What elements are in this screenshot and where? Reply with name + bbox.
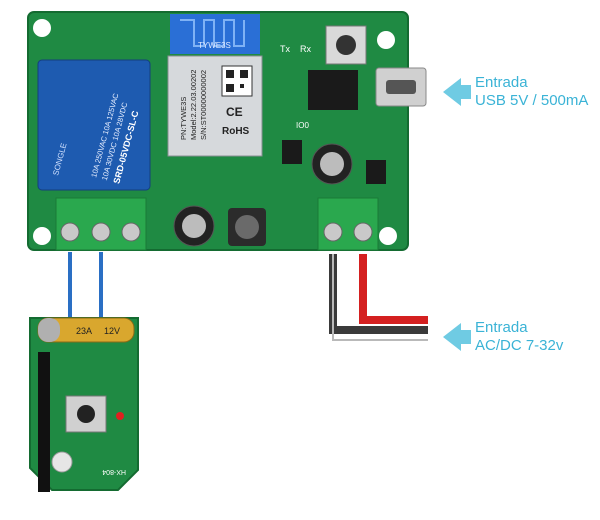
- arrow-tail-icon: [457, 330, 471, 344]
- arrow-tail-icon: [457, 85, 471, 99]
- screw-icon: [121, 222, 141, 242]
- relay: SONGLE 10A 250VAC 10A 125VAC 10A 30VDC 1…: [37, 59, 151, 191]
- pin-io0-label: IO0: [296, 121, 309, 130]
- screw-icon: [323, 222, 343, 242]
- antenna-icon: [38, 352, 50, 492]
- module-line-1: PN:TYWE3S: [179, 97, 188, 140]
- battery-type: 23A: [76, 326, 92, 336]
- chip-icon: [366, 160, 386, 184]
- wifi-module: TYWE3S PN:TYWE3S Model:2.22.03.00202 S/N…: [167, 14, 263, 157]
- ac-callout-title: Entrada: [475, 319, 528, 336]
- capacitor-icon: [51, 451, 73, 473]
- battery-voltage: 12V: [104, 326, 120, 336]
- remote-button[interactable]: [65, 395, 107, 433]
- mount-hole-icon: [379, 227, 397, 245]
- chip-icon: [308, 70, 358, 110]
- remote-control-board: 23A 12V HX-804: [29, 317, 139, 492]
- led-icon: [116, 412, 124, 420]
- arrow-left-icon: [443, 78, 461, 106]
- ac-input-callout: Entrada AC/DC 7-32v: [443, 319, 564, 355]
- module-board-id: TYWE3S: [198, 41, 231, 50]
- screw-icon: [60, 222, 80, 242]
- mount-hole-icon: [377, 31, 395, 49]
- screw-icon: [91, 222, 111, 242]
- pin-tx-label: Tx: [280, 44, 290, 54]
- chip-icon: [282, 140, 302, 164]
- usb-callout-title: Entrada: [475, 74, 528, 91]
- ce-mark: CE: [226, 105, 243, 119]
- power-terminal-block: [317, 197, 379, 251]
- remote-label: HX-804: [102, 468, 126, 475]
- module-line-2: Model:2.22.03.00202: [189, 70, 198, 140]
- relay-terminal-block: [55, 197, 147, 251]
- antenna-trace-icon: [180, 19, 245, 47]
- red-wire: [359, 254, 428, 324]
- usb-callout-spec: USB 5V / 500mA: [475, 92, 589, 109]
- relay-board: TYWE3S PN:TYWE3S Model:2.22.03.00202 S/N…: [27, 11, 427, 251]
- pin-rx-label: Rx: [300, 44, 311, 54]
- rohs-mark: RoHS: [222, 126, 250, 137]
- usb-input-callout: Entrada USB 5V / 500mA: [443, 74, 589, 110]
- ac-callout-spec: AC/DC 7-32v: [475, 337, 564, 354]
- screw-icon: [353, 222, 373, 242]
- mount-hole-icon: [33, 19, 51, 37]
- arrow-left-icon: [443, 323, 461, 351]
- module-line-3: S/N:ST00000000002: [199, 70, 208, 140]
- mount-hole-icon: [33, 227, 51, 245]
